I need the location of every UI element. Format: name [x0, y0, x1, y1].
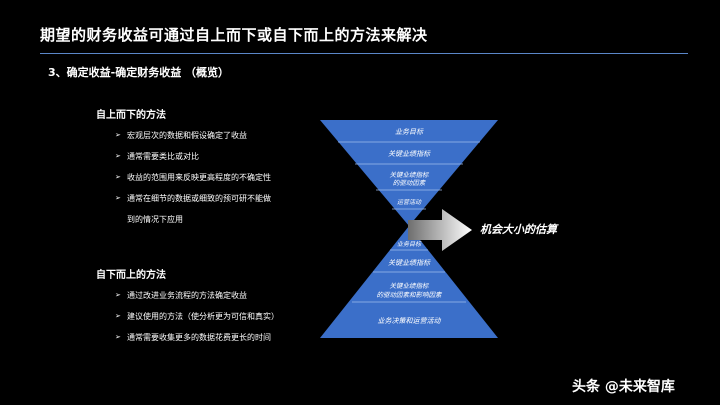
list-item: ➢ 通常在细节的数据或细致的预可研不能做 [115, 193, 315, 204]
bullet-text: 通常需要类比或对比 [127, 152, 199, 161]
bullet-text: 收益的范围用来反映更高程度的不确定性 [127, 173, 271, 182]
list-item: 到的情况下应用 [115, 214, 315, 225]
list-item: ➢ 宏观层次的数据和假设确定了收益 [115, 130, 315, 141]
top-down-bullet-list: ➢ 宏观层次的数据和假设确定了收益 ➢ 通常需要类比或对比 ➢ 收益的范围用来反映更高… [115, 130, 315, 235]
top-funnel [320, 120, 498, 226]
arrow-bullet-icon: ➢ [115, 194, 121, 202]
top-level-label: 关键业绩指标 [390, 171, 431, 179]
bullet-text: 通常需要收集更多的数据花费更长的时间 [127, 333, 271, 342]
arrow-bullet-icon: ➢ [115, 173, 121, 181]
top-level-label: 业务目标 [395, 128, 424, 136]
list-item: ➢ 收益的范围用来反映更高程度的不确定性 [115, 172, 315, 183]
arrow-bullet-icon: ➢ [115, 152, 121, 160]
right-arrow-icon [408, 209, 472, 251]
top-level-label: 的驱动因素 [393, 179, 427, 187]
result-label: 机会大小的估算 [480, 223, 557, 236]
bullet-text: 到的情况下应用 [127, 215, 183, 224]
bullet-text: 建议使用的方法（使分析更为可信和真实） [127, 312, 279, 321]
top-level-label: 关键业绩指标 [388, 150, 431, 158]
section-subtitle: 3、确定收益-确定财务收益 （概览） [48, 66, 230, 79]
top-down-title: 自上而下的方法 [96, 110, 166, 121]
arrow-bullet-icon: ➢ [115, 131, 121, 139]
bottom-funnel [320, 226, 498, 338]
page-title: 期望的财务收益可通过自上而下或自下而上的方法来解决 [40, 26, 428, 44]
bottom-up-bullet-list: ➢ 通过改进业务流程的方法确定收益 ➢ 建议使用的方法（使分析更为可信和真实） ➢ 通… [115, 290, 325, 353]
bottom-level-label: 关键业绩指标 [390, 282, 431, 290]
arrow-bullet-icon: ➢ [115, 333, 121, 341]
bullet-text: 通常在细节的数据或细致的预可研不能做 [127, 194, 271, 203]
bottom-level-label: 关键业绩指标 [388, 259, 431, 267]
list-item: ➢ 通常需要类比或对比 [115, 151, 315, 162]
list-item: ➢ 通常需要收集更多的数据花费更长的时间 [115, 332, 325, 343]
list-item: ➢ 建议使用的方法（使分析更为可信和真实） [115, 311, 325, 322]
bottom-level-label: 的驱动因素和影响因素 [377, 291, 444, 299]
arrow-bullet-icon: ➢ [115, 291, 121, 299]
bottom-level-label: 业务决策和运营活动 [378, 317, 442, 325]
top-level-label: 运营活动 [397, 198, 422, 206]
bullet-text: 通过改进业务流程的方法确定收益 [127, 291, 247, 300]
title-divider [40, 53, 688, 54]
bottom-up-title: 自下而上的方法 [96, 270, 166, 281]
list-item: ➢ 通过改进业务流程的方法确定收益 [115, 290, 325, 301]
hourglass-diagram: 业务目标 关键业绩指标 关键业绩指标 的驱动因素 运营活动 业务目标 关键业绩指… [320, 120, 498, 338]
bottom-level-label: 业务目标 [397, 240, 422, 248]
arrow-bullet-icon: ➢ [115, 312, 121, 320]
watermark: 头条 @未来智库 [572, 379, 675, 395]
bullet-text: 宏观层次的数据和假设确定了收益 [127, 131, 247, 140]
